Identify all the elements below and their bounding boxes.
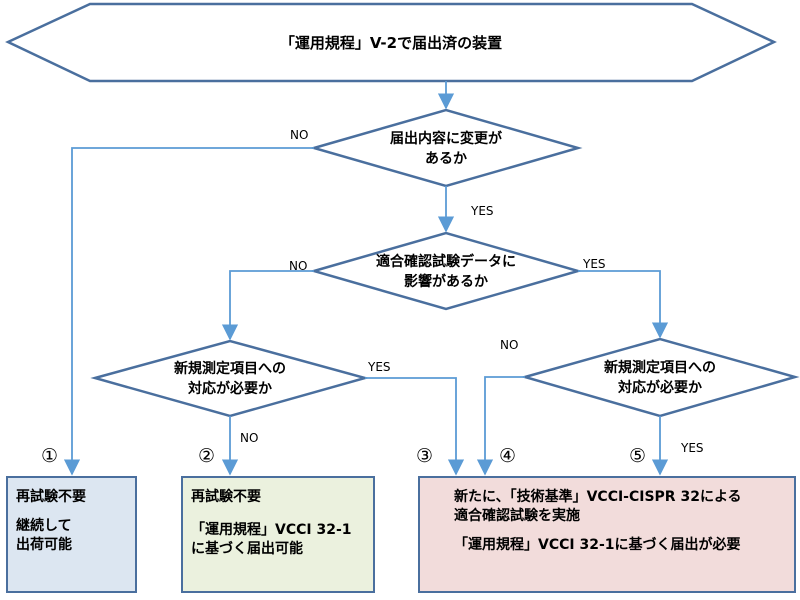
d2-yes-label: YES: [583, 257, 606, 271]
result2-line1: 再試験不要: [191, 489, 261, 505]
path-number-3: ③: [416, 445, 434, 467]
result-box-3: 新たに、「技術基準」VCCI-CISPR 32による 適合確認試験を実施 「運用…: [418, 476, 796, 593]
result-box-2: 再試験不要 「運用規程」VCCI 32-1 に基づく届出可能: [181, 476, 375, 593]
path-number-2: ②: [198, 445, 216, 467]
result2-line2: 「運用規程」VCCI 32-1: [191, 522, 352, 538]
path-number-4: ④: [499, 445, 517, 467]
d1-no-label: NO: [290, 128, 309, 142]
decision1-line2: あるか: [425, 151, 467, 167]
decision4-line2: 対応が必要か: [618, 380, 702, 396]
d4-yes-label: YES: [681, 441, 704, 455]
d4-no-label: NO: [500, 338, 519, 352]
arrow-d2-no: [221, 270, 314, 341]
decision-shape-1: [309, 108, 583, 188]
decision3-line2: 対応が必要か: [188, 381, 272, 397]
d3-yes-label: YES: [368, 360, 391, 374]
decision3-text: 新規測定項目への 対応が必要か: [150, 359, 310, 399]
decision2-line1: 適合確認試験データに: [376, 254, 516, 270]
decision-shape-4: [520, 337, 800, 418]
decision4-text: 新規測定項目への 対応が必要か: [580, 358, 740, 398]
decision3-line1: 新規測定項目への: [174, 361, 286, 377]
d1-yes-label: YES: [471, 204, 494, 218]
arrow-d2-yes: [578, 270, 669, 339]
result3-line1: 新たに、「技術基準」VCCI-CISPR 32による: [454, 489, 742, 505]
decision1-text: 届出内容に変更が あるか: [366, 129, 526, 169]
decision2-line2: 影響があるか: [404, 274, 488, 290]
arrow-d3-yes: [365, 377, 465, 476]
result1-line3: 出荷可能: [16, 537, 72, 553]
start-text: 「運用規程」V-2で届出済の装置: [279, 34, 503, 52]
result3-line2: 適合確認試験を実施: [454, 508, 580, 524]
decision4-line1: 新規測定項目への: [604, 360, 716, 376]
result2-line3: に基づく届出可能: [191, 541, 303, 557]
result1-line1: 再試験不要: [16, 489, 86, 505]
result1-line2: 継続して: [16, 518, 72, 534]
arrow-d4-no: [476, 376, 525, 476]
path-number-5: ⑤: [629, 445, 647, 467]
result-box-1: 再試験不要 継続して 出荷可能: [6, 476, 137, 593]
decision1-line1: 届出内容に変更が: [390, 131, 502, 147]
d2-no-label: NO: [289, 259, 308, 273]
result3-line3: 「運用規程」VCCI 32-1に基づく届出が必要: [454, 537, 741, 553]
path-number-1: ①: [41, 445, 59, 467]
decision2-text: 適合確認試験データに 影響があるか: [356, 252, 536, 292]
d3-no-label: NO: [240, 431, 259, 445]
start-shape: [5, 2, 777, 83]
arrow-d1-no: [63, 147, 314, 476]
